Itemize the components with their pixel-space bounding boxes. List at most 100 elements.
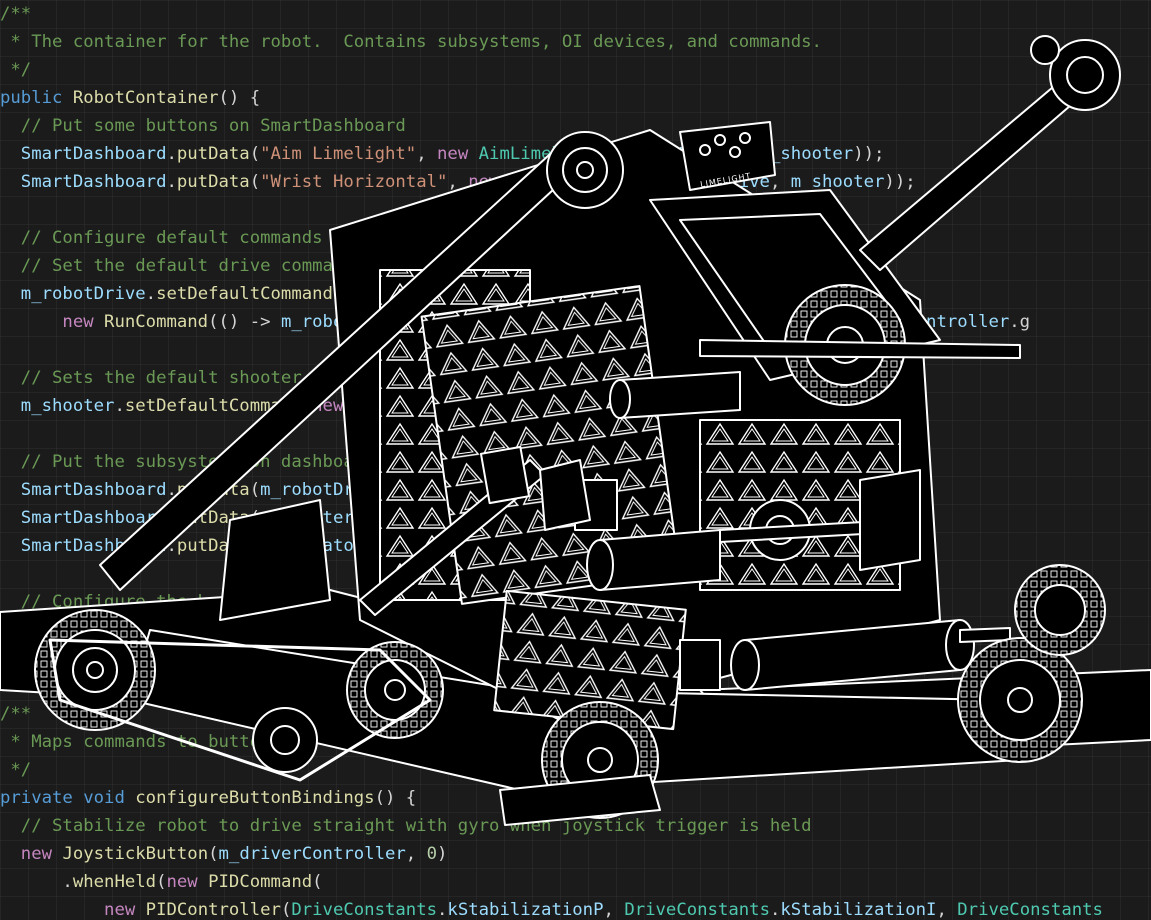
code-token: PIDController (145, 900, 281, 920)
code-token: DriveConstants (957, 900, 1103, 920)
idler-pulley-left (252, 707, 318, 773)
code-token: /** (0, 4, 32, 24)
code-token: m_shooter (0, 396, 115, 416)
code-token: m_robotDrive (0, 284, 146, 304)
code-token: , (447, 172, 469, 192)
code-token: SmartDashboard (0, 172, 167, 192)
code-token: 0 (426, 844, 438, 864)
code-line: private void configureButtonBindings() { (0, 784, 416, 812)
code-token: setDefaultCommand (124, 396, 302, 416)
code-token: whenHeld (72, 872, 157, 892)
code-token: m_shooter (759, 144, 854, 164)
code-line: */ (0, 56, 31, 84)
code-token: . (166, 536, 177, 556)
code-token: SmartDashboard (0, 508, 167, 528)
code-line: * The container for the robot. Contains … (0, 28, 822, 56)
code-token: new (0, 900, 146, 920)
code-token: ( (156, 872, 167, 892)
shooter-flywheel (699, 284, 1021, 406)
code-token: */ (0, 760, 32, 780)
code-token: putData (176, 172, 250, 192)
code-line: public RobotContainer() { (0, 84, 260, 112)
code-token: )); (853, 144, 885, 164)
front-bumper (499, 774, 661, 826)
code-token: RobotContainer (72, 88, 219, 108)
code-line: /** (0, 700, 31, 728)
code-token: . (0, 872, 73, 892)
code-token: ( (249, 480, 261, 500)
code-token: . (166, 480, 177, 500)
code-token: "Aim Limelight" (260, 144, 417, 164)
code-line: * Maps commands to buttons. (0, 728, 291, 756)
code-token: void (83, 788, 136, 808)
code-token: new (437, 144, 479, 164)
intake-roller-lower (730, 619, 1011, 691)
code-token: new (0, 312, 105, 332)
code-token: new (0, 844, 63, 864)
code-token: () { (374, 788, 417, 808)
code-token: .g (1009, 312, 1031, 332)
code-token: setDefaultCommand (156, 284, 333, 304)
top-left-pulley (546, 131, 624, 209)
code-token: // Put some buttons on SmartDashboard (0, 116, 406, 136)
wheel-rear-left (346, 641, 444, 739)
intake-roller-upper (609, 371, 741, 419)
code-token: . (437, 900, 448, 920)
code-token: (() -> (208, 312, 281, 332)
code-token: ( (280, 900, 292, 920)
code-token: configureButtonBindings (135, 788, 375, 808)
code-token: putData (176, 144, 250, 164)
code-token: * Maps commands to buttons. (0, 732, 292, 752)
motor-right (679, 639, 721, 691)
code-token: DriveConstants (291, 900, 438, 920)
code-token: , (405, 844, 427, 864)
code-token: , (936, 900, 958, 920)
code-token: ( (312, 872, 323, 892)
code-token: RunCommand (104, 312, 209, 332)
code-line: // Put some buttons on SmartDashboard (0, 112, 406, 140)
code-token: public (0, 88, 73, 108)
code-token: () { (218, 88, 261, 108)
code-token: DriveConstants (624, 900, 770, 920)
code-token: SmartDashboard (0, 480, 167, 500)
code-token: m_shooter (790, 172, 885, 192)
code-token: /** (0, 704, 32, 724)
code-line: // Configure default commands (0, 224, 323, 252)
code-token: private (0, 788, 84, 808)
code-token: . (145, 284, 157, 304)
wheel-right-rear (1014, 564, 1106, 656)
code-token: . (166, 144, 177, 164)
code-token: PIDCommand (208, 872, 313, 892)
top-right-pulley (1030, 35, 1121, 111)
code-token: , (769, 172, 791, 192)
wheel-right-front (957, 637, 1083, 763)
code-token: . (114, 396, 125, 416)
code-line: /** (0, 0, 31, 28)
limelight-camera (679, 121, 776, 191)
code-token: * The container for the robot. Contains … (0, 32, 822, 52)
code-token: . (769, 900, 781, 920)
code-token: . (166, 172, 177, 192)
code-token: kStabilizationP (447, 900, 604, 920)
code-line: .whenHeld(new PIDCommand( (0, 868, 323, 896)
code-token: kStabilizationI (780, 900, 937, 920)
code-token: ( (208, 844, 219, 864)
code-token: "Wrist Horizontal" (260, 172, 448, 192)
drive-belt (48, 638, 432, 782)
motor-left (479, 445, 531, 505)
code-token: // Configure default commands (0, 228, 323, 248)
code-token: , (603, 900, 625, 920)
code-token: ) (437, 844, 448, 864)
code-token: )); (884, 172, 916, 192)
code-token: m_driverController (218, 844, 406, 864)
code-token: new (166, 872, 209, 892)
code-line: new JoystickButton(m_driverController, 0… (0, 840, 448, 868)
code-token: */ (0, 60, 32, 80)
code-line: new PIDController(DriveConstants.kStabil… (0, 896, 1103, 920)
code-token: JoystickButton (62, 844, 209, 864)
code-token: SmartDashboard (0, 144, 167, 164)
code-token: ( (249, 144, 261, 164)
code-token: , (416, 144, 438, 164)
code-line: */ (0, 756, 31, 784)
